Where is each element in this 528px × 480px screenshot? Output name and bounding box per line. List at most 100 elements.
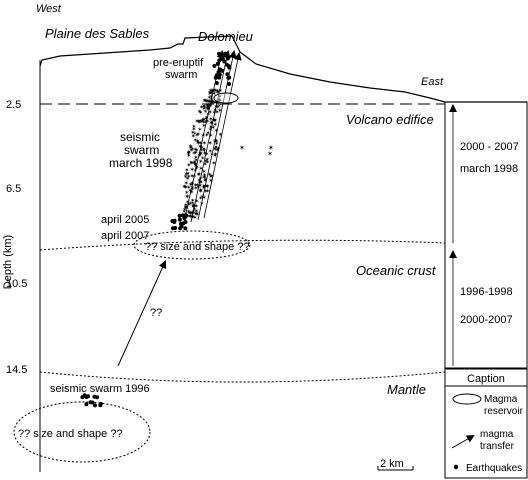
seismic-event-star: ✶: [190, 185, 195, 192]
seismic-event-star: ✶: [188, 145, 193, 152]
earthquake-dot: [98, 403, 103, 408]
seismic-event-star: ✶: [184, 167, 189, 174]
seismic-event-star: ✶: [207, 103, 212, 110]
seismic-event-star: ✶: [201, 183, 206, 190]
seismic-event-star: ✶: [209, 120, 214, 127]
seismic-event-star: ✶: [184, 171, 189, 178]
seismic-event-star: ✶: [208, 148, 213, 155]
seismic-event-star: ✶: [195, 164, 200, 171]
seismic-event-star: ✶: [193, 137, 198, 144]
seismic-event-star: ✶: [186, 184, 191, 191]
seismic-event-star: ✶: [192, 150, 197, 157]
seismic-event-star: ✶: [268, 144, 274, 152]
lower-uncertain-reservoir: [13, 401, 151, 463]
seismic-event-star: ✶: [208, 116, 213, 123]
seismic-event-star: ✶: [208, 140, 213, 147]
seismic-event-star: ✶: [197, 171, 202, 178]
seismic-event-star: ✶: [212, 91, 217, 98]
seismic-event-star: ✶: [204, 151, 209, 158]
seismic-event-star: ✶: [185, 213, 190, 220]
seismic-event-star: ✶: [208, 87, 213, 94]
seismic-event-star: ✶: [203, 177, 208, 184]
seismic-event-star: ✶: [202, 116, 207, 123]
timeline-lower-event: 2000-2007: [460, 314, 513, 326]
seismic-event-star: ✶: [192, 160, 197, 167]
shallow-magma-reservoir: [213, 92, 239, 104]
seismic-event-star: ✶: [208, 127, 213, 134]
legend-earthquake-dot: [453, 464, 459, 470]
seismic-event-star: ✶: [185, 176, 190, 183]
earthquake-dot: [212, 63, 217, 68]
seismic-event-star: ✶: [197, 152, 202, 159]
seismic-event-star: ✶: [214, 144, 219, 151]
earthquake-dot: [224, 62, 229, 67]
earthquake-dot: [225, 72, 230, 77]
seismic-event-star: ✶: [194, 198, 199, 205]
seismic-event-star: ✶: [195, 118, 200, 125]
seismic-event-star: ✶: [191, 133, 196, 140]
seismic-event-star: ✶: [206, 105, 211, 112]
seismic-event-star: ✶: [202, 105, 207, 112]
seismic-event-star: ✶: [202, 146, 207, 153]
seismic-event-star: ✶: [201, 185, 206, 192]
east-label: East: [421, 76, 444, 88]
seismic-event-star: ✶: [209, 94, 214, 101]
earthquake-dot: [220, 57, 225, 62]
seismic-event-star: ✶: [198, 140, 203, 147]
seismic-event-star: ✶: [213, 146, 218, 153]
seismic-event-star: ✶: [202, 195, 207, 202]
seismic-event-star: ✶: [202, 174, 207, 181]
seismic-event-star: ✶: [186, 174, 191, 181]
seismic-event-star: ✶: [205, 118, 210, 125]
legend-transfer-label-2: transfer: [480, 441, 515, 452]
earthquake-dot: [182, 216, 187, 221]
seismic-event-star: ✶: [198, 143, 203, 150]
seismic-event-star: ✶: [195, 182, 200, 189]
legend-reservoir-symbol: [452, 393, 482, 405]
seismic-event-star: ✶: [217, 102, 222, 109]
seismic-event-star: ✶: [203, 98, 208, 105]
seismic-event-star: ✶: [190, 146, 195, 153]
conduit-transfer-arrows: [183, 50, 242, 223]
seismic-event-star: ✶: [213, 145, 218, 152]
seismic-event-star: ✶: [196, 131, 201, 138]
seismic-event-star: ✶: [183, 173, 188, 180]
seismic-event-star: ✶: [208, 109, 213, 116]
seismic-event-star: ✶: [214, 100, 219, 107]
seismic-event-star: ✶: [184, 180, 189, 187]
pre-eruptif-swarm-label: swarm: [165, 69, 197, 81]
seismic-event-star: ✶: [211, 99, 216, 106]
seismic-event-star: ✶: [194, 157, 199, 164]
seismic-event-star: ✶: [202, 147, 207, 154]
seismic-event-star: ✶: [267, 150, 273, 158]
seismic-event-star: ✶: [204, 116, 209, 123]
seismic-event-star: ✶: [213, 151, 218, 158]
seismic-word-label: seismic: [120, 130, 160, 144]
seismic-event-star: ✶: [201, 105, 206, 112]
earthquake-dot: [183, 226, 188, 231]
timeline-lower-years: 1996-1998: [460, 286, 513, 298]
seismic-event-star: ✶: [214, 138, 219, 145]
legend-transfer-arrow: [451, 435, 475, 449]
earthquake-dot: [93, 403, 97, 408]
seismic-event-star: ✶: [206, 130, 211, 137]
seismic-event-star: ✶: [183, 205, 188, 212]
seismic-event-star: ✶: [193, 163, 198, 170]
seismic-event-star: ✶: [191, 123, 196, 130]
plaine-des-sables-label: Plaine des Sables: [45, 26, 150, 41]
seismic-event-star: ✶: [190, 198, 195, 205]
seismic-event-star: ✶: [193, 149, 198, 156]
seismic-event-star: ✶: [194, 147, 199, 154]
seismic-event-star: ✶: [186, 202, 191, 209]
seismic-event-star: ✶: [215, 89, 220, 96]
seismic-event-star: ✶: [197, 127, 202, 134]
size-shape-lower-label: ?? size and shape ??: [18, 428, 123, 440]
seismic-event-star: ✶: [191, 203, 196, 210]
seismic-event-star: ✶: [213, 153, 218, 160]
seismic-event-star: ✶: [212, 99, 217, 106]
seismic-event-star: ✶: [209, 173, 214, 180]
seismic-event-star: ✶: [192, 159, 197, 166]
seismic-event-star: ✶: [203, 188, 208, 195]
seismic-event-star: ✶: [212, 110, 217, 117]
